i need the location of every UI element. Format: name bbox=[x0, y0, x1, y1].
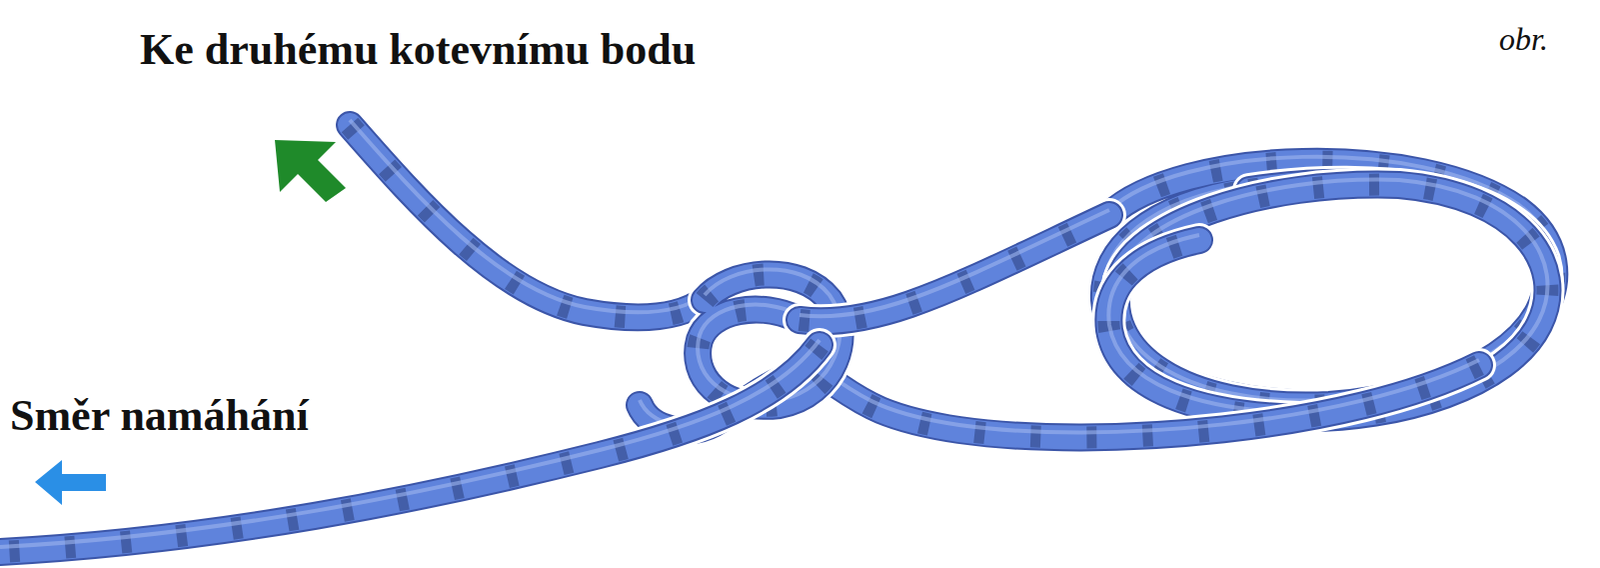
load-label: Směr namáhání bbox=[9, 391, 309, 440]
rope-strand bbox=[0, 339, 820, 552]
rope-strand bbox=[1108, 234, 1300, 418]
rope bbox=[0, 119, 1555, 552]
blue-arrow bbox=[34, 459, 106, 505]
rope-strand bbox=[799, 209, 1110, 321]
figure-label: obr. bbox=[1499, 21, 1549, 57]
rope-strand bbox=[349, 119, 705, 317]
anchor-label: Ke druhému kotevnímu bodu bbox=[139, 25, 696, 74]
green-arrow bbox=[274, 139, 346, 202]
